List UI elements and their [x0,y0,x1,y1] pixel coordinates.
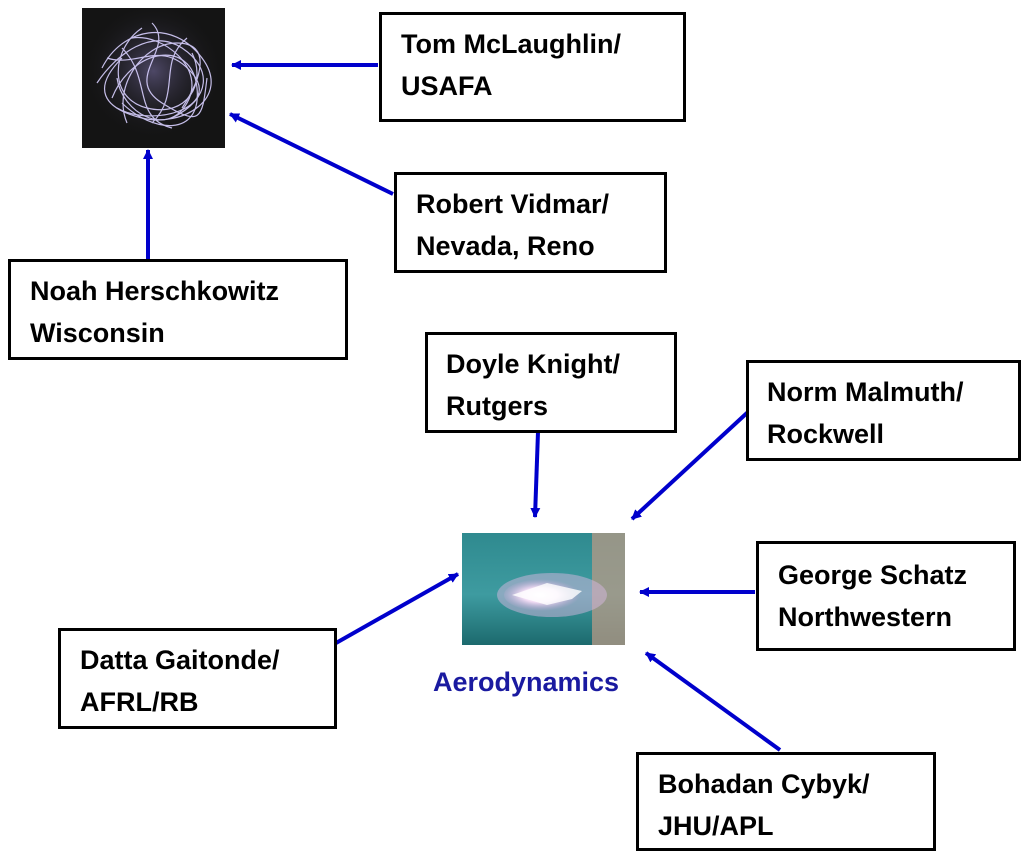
plasma-jet-icon [462,533,625,645]
plasma-jet-photo [462,533,625,645]
box-cybyk: Bohadan Cybyk/ JHU/APL [636,752,936,851]
arrow-vidmar [229,112,394,196]
arrow-malmuth [630,410,750,521]
box-schatz: George Schatz Northwestern [756,541,1016,651]
box-knight: Doyle Knight/ Rutgers [425,332,677,433]
malmuth-name: Norm Malmuth/ [767,377,964,407]
box-vidmar: Robert Vidmar/ Nevada, Reno [394,172,667,273]
mclaughlin-affiliation: USAFA [401,71,493,101]
box-herschkowitz: Noah Herschkowitz Wisconsin [8,259,348,360]
gaitonde-name: Datta Gaitonde/ [80,645,280,675]
arrow-knight [530,431,541,518]
schatz-name: George Schatz [778,560,968,590]
mclaughlin-name: Tom McLaughlin/ [401,29,621,59]
gaitonde-affiliation: AFRL/RB [80,687,199,717]
cybyk-affiliation: JHU/APL [658,811,774,841]
vidmar-name: Robert Vidmar/ [416,189,610,219]
herschkowitz-affiliation: Wisconsin [30,318,165,348]
knight-affiliation: Rutgers [446,391,549,421]
box-malmuth: Norm Malmuth/ Rockwell [746,360,1021,461]
box-gaitonde: Datta Gaitonde/ AFRL/RB [58,628,337,729]
box-mclaughlin: Tom McLaughlin/ USAFA [379,12,686,122]
plasma-filament-photo [82,8,225,148]
schatz-affiliation: Northwestern [778,602,953,632]
herschkowitz-name: Noah Herschkowitz [30,276,280,306]
malmuth-affiliation: Rockwell [767,419,885,449]
plasma-filament-icon [82,8,225,148]
knight-name: Doyle Knight/ [446,349,620,379]
vidmar-affiliation: Nevada, Reno [416,231,595,261]
aerodynamics-caption: Aerodynamics [433,667,620,697]
cybyk-name: Bohadan Cybyk/ [658,769,870,799]
arrow-gaitonde [335,572,459,645]
arrow-cybyk [644,651,782,752]
